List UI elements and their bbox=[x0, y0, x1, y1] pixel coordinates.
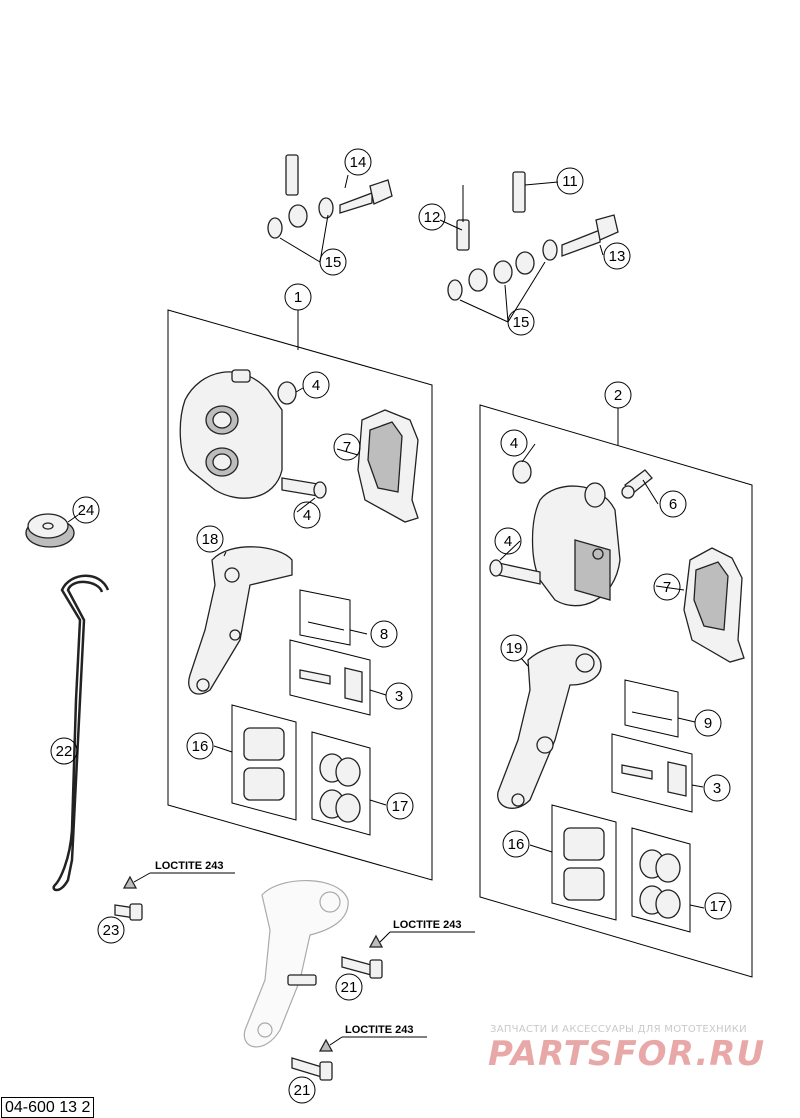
callout-3b: 3 bbox=[703, 774, 731, 802]
callout-11: 11 bbox=[556, 167, 584, 195]
svg-text:21: 21 bbox=[294, 1082, 311, 1099]
callout-8: 8 bbox=[370, 620, 398, 648]
spring-kit-box-3b bbox=[611, 733, 693, 813]
svg-text:14: 14 bbox=[350, 154, 367, 171]
svg-text:18: 18 bbox=[202, 531, 219, 548]
spring-kit-box-3a bbox=[289, 639, 371, 716]
svg-text:22: 22 bbox=[56, 743, 73, 760]
svg-text:4: 4 bbox=[312, 377, 320, 394]
svg-text:13: 13 bbox=[609, 248, 626, 265]
svg-text:4: 4 bbox=[504, 533, 512, 550]
brake-pad-7b bbox=[683, 547, 745, 663]
callout-4b: 4 bbox=[293, 501, 321, 529]
svg-text:15: 15 bbox=[513, 314, 530, 331]
leader-lines bbox=[67, 174, 705, 1046]
svg-text:16: 16 bbox=[508, 836, 525, 853]
grommet-24 bbox=[25, 513, 75, 548]
callout-12: 12 bbox=[418, 203, 446, 231]
svg-text:23: 23 bbox=[103, 922, 120, 939]
svg-text:7: 7 bbox=[343, 439, 351, 456]
piston-kit-box-16b bbox=[551, 804, 617, 921]
seal-kit-box-17a bbox=[311, 731, 371, 836]
cable-guide-22 bbox=[52, 574, 110, 892]
brake-caliper-2 bbox=[531, 482, 621, 607]
svg-text:3: 3 bbox=[395, 688, 403, 705]
svg-text:9: 9 bbox=[704, 715, 712, 732]
svg-text:16: 16 bbox=[192, 738, 209, 755]
callout-21b: 21 bbox=[288, 1076, 316, 1104]
loctite-note-a: LOCTITE 243 bbox=[155, 860, 223, 872]
callout-2: 2 bbox=[604, 381, 632, 409]
svg-text:2: 2 bbox=[614, 387, 622, 404]
callout-14: 14 bbox=[344, 148, 372, 176]
callout-1: 1 bbox=[284, 283, 312, 311]
watermark-logo: PARTSFOR.RU bbox=[488, 1034, 766, 1074]
svg-text:17: 17 bbox=[392, 798, 409, 815]
svg-text:4: 4 bbox=[303, 507, 311, 524]
callout-24: 24 bbox=[72, 496, 100, 524]
pin-plug-4c bbox=[512, 460, 532, 484]
pin-plug-4a bbox=[277, 381, 297, 405]
callout-7b: 7 bbox=[653, 573, 681, 601]
seal-kit-box-17b bbox=[631, 827, 691, 933]
callout-15b: 15 bbox=[507, 308, 535, 336]
document-code: 04-600 13 2 bbox=[1, 1097, 95, 1118]
svg-text:17: 17 bbox=[710, 898, 727, 915]
callout-17a: 17 bbox=[386, 792, 414, 820]
pin-4b bbox=[281, 477, 327, 499]
svg-text:8: 8 bbox=[380, 626, 388, 643]
brake-pad-7a bbox=[357, 409, 419, 523]
loctite-note-c: LOCTITE 243 bbox=[345, 1024, 413, 1036]
callout-6: 6 bbox=[659, 490, 687, 518]
callout-21a: 21 bbox=[335, 973, 363, 1001]
screw-21a bbox=[341, 934, 384, 979]
screw-23 bbox=[114, 875, 143, 921]
caliper-bracket-19 bbox=[497, 644, 602, 809]
watermark-caption: ЗАПЧАСТИ И АКСЕССУАРЫ ДЛЯ МОТОТЕХНИКИ bbox=[490, 1024, 747, 1035]
callout-22: 22 bbox=[50, 737, 78, 765]
svg-text:24: 24 bbox=[78, 502, 95, 519]
caliper-bracket-18 bbox=[188, 546, 293, 695]
svg-text:19: 19 bbox=[506, 640, 523, 657]
callout-15a: 15 bbox=[319, 248, 347, 276]
svg-text:4: 4 bbox=[510, 435, 518, 452]
svg-text:11: 11 bbox=[562, 173, 578, 190]
callout-7a: 7 bbox=[333, 433, 361, 461]
svg-text:12: 12 bbox=[424, 209, 441, 226]
callout-16b: 16 bbox=[502, 830, 530, 858]
bleeder-valve-6 bbox=[621, 469, 653, 499]
callout-16a: 16 bbox=[186, 732, 214, 760]
screw-21b bbox=[291, 1038, 334, 1081]
callout-4a: 4 bbox=[302, 371, 330, 399]
svg-text:7: 7 bbox=[663, 579, 671, 596]
callout-17b: 17 bbox=[704, 892, 732, 920]
callout-13: 13 bbox=[603, 242, 631, 270]
svg-text:3: 3 bbox=[713, 780, 721, 797]
svg-text:15: 15 bbox=[325, 254, 342, 271]
callout-18: 18 bbox=[196, 525, 224, 553]
callout-23: 23 bbox=[97, 916, 125, 944]
callout-9: 9 bbox=[694, 709, 722, 737]
callout-3a: 3 bbox=[385, 682, 413, 710]
banjo-bolts bbox=[339, 179, 619, 257]
callout-19: 19 bbox=[500, 634, 528, 662]
pin-kit-box-8 bbox=[299, 589, 351, 646]
svg-text:6: 6 bbox=[669, 496, 677, 513]
banjo-washers bbox=[267, 197, 558, 301]
callout-4d: 4 bbox=[494, 527, 522, 555]
pin-4d bbox=[489, 559, 541, 585]
svg-text:21: 21 bbox=[341, 979, 358, 996]
pin-kit-box-9 bbox=[624, 679, 679, 738]
brake-hose bbox=[284, 24, 526, 251]
bracket-reference-outline bbox=[243, 879, 349, 1048]
loctite-note-b: LOCTITE 243 bbox=[393, 919, 461, 931]
svg-text:1: 1 bbox=[294, 289, 302, 306]
callout-4c: 4 bbox=[500, 429, 528, 457]
brake-caliper-1 bbox=[179, 369, 283, 499]
piston-kit-box-16a bbox=[231, 704, 297, 821]
